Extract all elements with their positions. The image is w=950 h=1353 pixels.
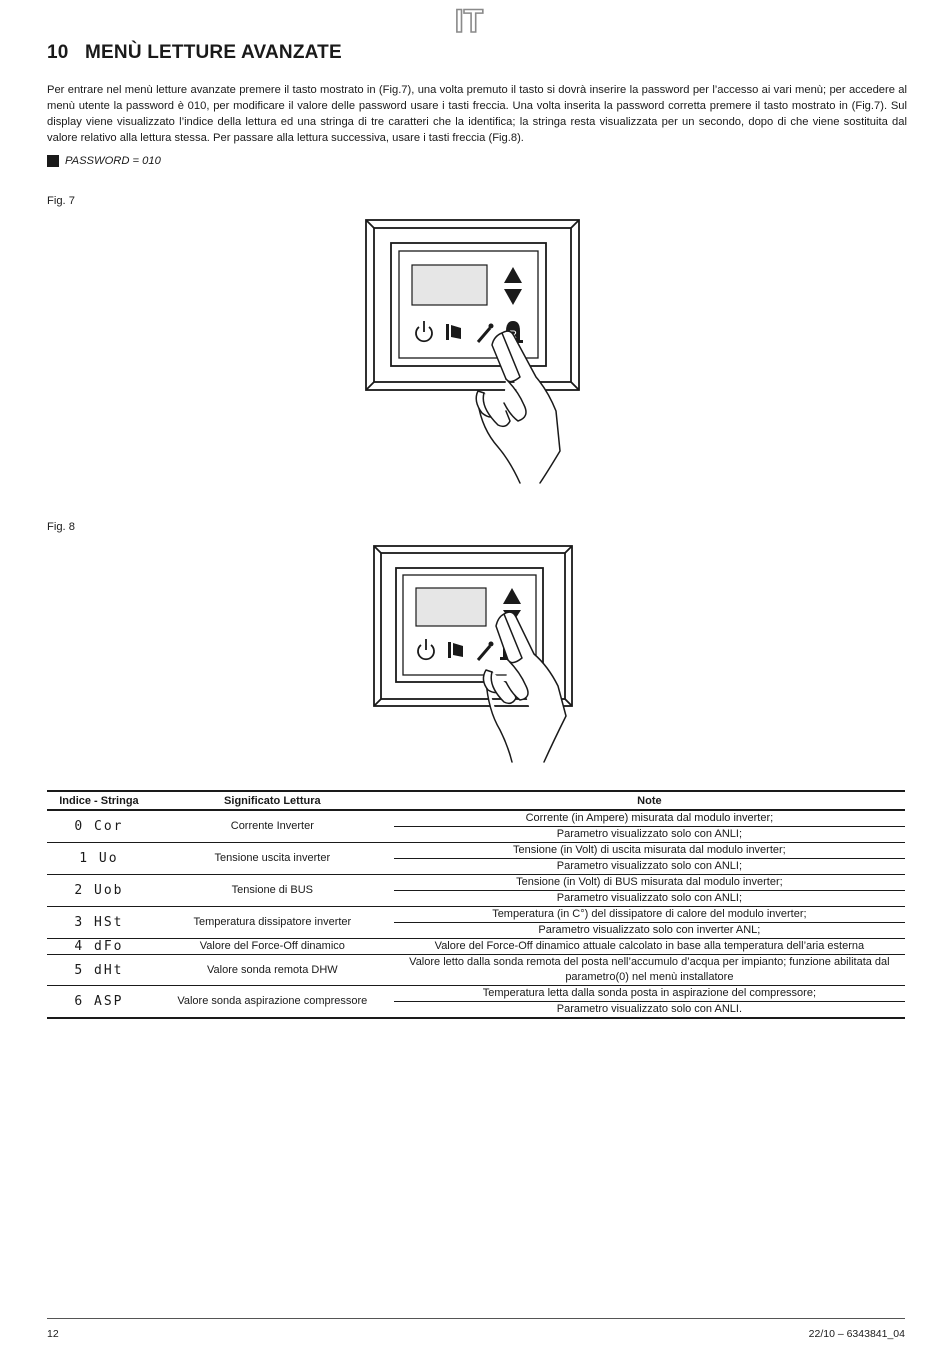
reading-meaning: Temperatura dissipatore inverter bbox=[150, 906, 394, 939]
reading-note: parametro(0) nel menù installatore bbox=[393, 970, 905, 986]
fig7-arrow-up-icon bbox=[504, 267, 522, 283]
reading-meaning: Tensione di BUS bbox=[150, 874, 394, 907]
password-note: PASSWORD = 010 bbox=[47, 155, 161, 167]
fig7-arrow-down-icon bbox=[504, 289, 522, 305]
intro-paragraph: Per entrare nel menù letture avanzate pr… bbox=[47, 84, 907, 144]
fig8-panel bbox=[395, 567, 544, 683]
table-row: 6 ASP Valore sonda aspirazione compresso… bbox=[47, 985, 905, 1019]
reading-note: Valore letto dalla sonda remota del post… bbox=[409, 956, 890, 968]
section-heading: 10 MENÙ LETTURE AVANZATE bbox=[47, 42, 342, 64]
table-row: Parametro visualizzato solo con inverter… bbox=[47, 922, 905, 939]
fig7-panel bbox=[390, 242, 547, 367]
language-tag-it: IT bbox=[454, 5, 484, 35]
fig8-panel-inner bbox=[402, 574, 537, 676]
fig7-mode-icon bbox=[446, 324, 461, 340]
reading-note: Temperatura (in C°) del dissipatore di c… bbox=[393, 906, 905, 923]
password-note-text: PASSWORD = 010 bbox=[65, 155, 161, 167]
reading-note: Parametro visualizzato solo con ANLI; bbox=[393, 858, 905, 875]
reading-meaning: Tensione uscita inverter bbox=[150, 842, 394, 875]
page-number: 12 bbox=[47, 1328, 59, 1340]
reading-note: Valore del Force-Off dinamico attuale ca… bbox=[393, 938, 905, 955]
fig8-mode-icon bbox=[448, 642, 463, 658]
reading-note: Parametro visualizzato solo con inverter… bbox=[393, 922, 905, 939]
bullet-square-icon bbox=[47, 155, 59, 167]
reading-meaning: Corrente Inverter bbox=[150, 810, 394, 843]
section-title: MENÙ LETTURE AVANZATE bbox=[85, 42, 342, 63]
fig7-controller-illustration: R bbox=[365, 219, 580, 484]
fig7-power-icon bbox=[415, 321, 433, 343]
reading-code: 5 dHt bbox=[47, 954, 151, 986]
table-row: 3 HSt Temperatura dissipatore inverter T… bbox=[47, 906, 905, 939]
fig8-arrow-up-icon bbox=[503, 588, 521, 604]
table-row: 1 Uo Tensione uscita inverter Tensione (… bbox=[47, 842, 905, 875]
fig8-lcd-display bbox=[415, 587, 487, 627]
reading-note: Parametro visualizzato solo con ANLI; bbox=[393, 890, 905, 907]
fig8-tool-icon bbox=[476, 641, 494, 661]
fig8-frame-inner bbox=[380, 552, 566, 700]
reading-code: 3 HSt bbox=[47, 906, 151, 939]
table-row: parametro(0) nel menù installatore bbox=[47, 970, 905, 986]
header-index-string: Indice - Stringa bbox=[47, 790, 151, 811]
reading-code: 1 Uo bbox=[47, 842, 151, 875]
header-meaning: Significato Lettura bbox=[150, 790, 394, 811]
table-row: Parametro visualizzato solo con ANLI. bbox=[47, 1001, 905, 1019]
table-row: 5 dHt Valore sonda remota DHW Valore let… bbox=[47, 954, 905, 986]
fig7-panel-inner bbox=[398, 250, 539, 359]
reading-note: Parametro visualizzato solo con ANLI; bbox=[393, 826, 905, 843]
reading-code: 0 Cor bbox=[47, 810, 151, 843]
fig8-outer-frame bbox=[373, 545, 573, 707]
fig7-tool-icon bbox=[476, 323, 494, 343]
reading-meaning: Valore sonda aspirazione compressore bbox=[150, 985, 394, 1019]
reading-meaning: Valore sonda remota DHW bbox=[150, 954, 394, 986]
reading-note: Parametro visualizzato solo con ANLI. bbox=[393, 1001, 905, 1019]
language-tag-text: IT bbox=[455, 5, 484, 35]
footer-divider bbox=[47, 1318, 905, 1319]
table-row: 2 Uob Tensione di BUS Tensione (in Volt)… bbox=[47, 874, 905, 907]
table-header-row: Indice - Stringa Significato Lettura Not… bbox=[47, 790, 905, 811]
reading-note: Tensione (in Volt) di BUS misurata dal m… bbox=[393, 874, 905, 891]
fig7-frame-inner bbox=[373, 227, 572, 383]
table-row: Parametro visualizzato solo con ANLI; bbox=[47, 826, 905, 843]
table-row: Parametro visualizzato solo con ANLI; bbox=[47, 890, 905, 907]
header-notes: Note bbox=[393, 790, 905, 811]
fig7-outer-frame bbox=[365, 219, 580, 391]
fig7-lcd-display bbox=[411, 264, 488, 306]
table-row: 0 Cor Corrente Inverter Corrente (in Amp… bbox=[47, 810, 905, 843]
fig7-label: Fig. 7 bbox=[47, 195, 75, 207]
section-number: 10 bbox=[47, 42, 69, 63]
reading-note: Corrente (in Ampere) misurata dal modulo… bbox=[393, 810, 905, 827]
document-code: 22/10 – 6343841_04 bbox=[808, 1328, 905, 1340]
fig8-label: Fig. 8 bbox=[47, 521, 75, 533]
reading-code: 2 Uob bbox=[47, 874, 151, 907]
reading-note: Temperatura letta dalla sonda posta in a… bbox=[393, 985, 905, 1002]
fig7-hand-pointer-icon bbox=[475, 330, 561, 484]
readings-table: Indice - Stringa Significato Lettura Not… bbox=[47, 790, 905, 1019]
fig8-controller-illustration: R bbox=[373, 545, 573, 763]
reading-meaning: Valore del Force-Off dinamico bbox=[150, 938, 394, 955]
reading-note: Tensione (in Volt) di uscita misurata da… bbox=[393, 842, 905, 859]
reading-code: 4 dFo bbox=[47, 938, 151, 955]
reading-code: 6 ASP bbox=[47, 985, 151, 1019]
table-row: 4 dFo Valore del Force-Off dinamico Valo… bbox=[47, 938, 905, 955]
fig8-hand-pointer-icon bbox=[482, 611, 567, 763]
fig8-power-icon bbox=[417, 639, 435, 661]
table-row: Parametro visualizzato solo con ANLI; bbox=[47, 858, 905, 875]
